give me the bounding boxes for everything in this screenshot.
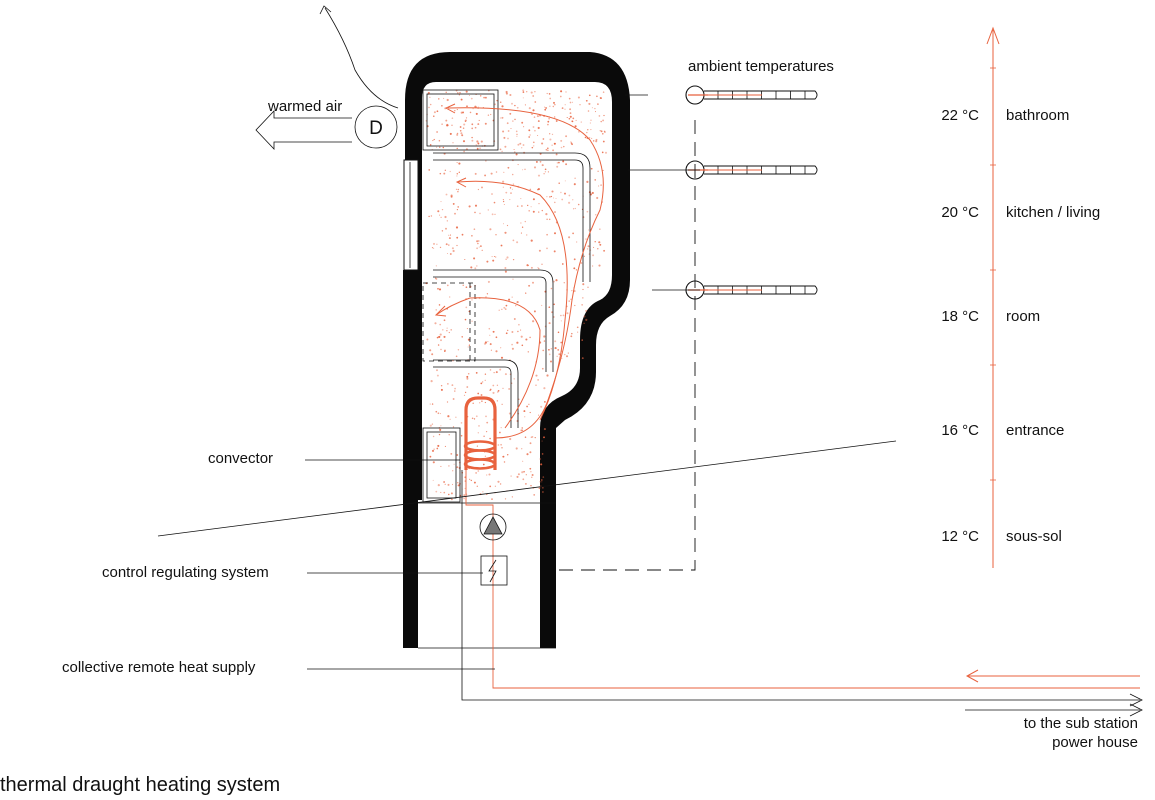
pump-icon	[479, 513, 507, 541]
damper-icon: D	[354, 105, 398, 149]
scale-zone-3: entrance	[1006, 422, 1064, 439]
window-glass	[403, 159, 419, 271]
baffle-lower	[433, 359, 519, 428]
warmed-air-label: warmed air	[267, 98, 342, 115]
damper-label: D	[369, 118, 383, 139]
thermometer-group	[685, 85, 818, 300]
interior-elements	[418, 89, 591, 649]
lightning-icon	[480, 555, 508, 586]
scale-rows: 22 °C bathroom 20 °C kitchen / living 18 °C r…	[941, 107, 1100, 545]
power-house-label: power house	[1052, 734, 1138, 751]
wall-outline	[403, 52, 630, 648]
top-cabinet	[422, 89, 499, 151]
scale-temp-3: 16 °C	[941, 422, 979, 439]
convector-box	[422, 427, 461, 503]
ambient-temperatures-label: ambient temperatures	[688, 58, 834, 75]
thermometer-icon	[685, 280, 818, 300]
scale-ticks	[990, 67, 996, 481]
sensor-lines	[553, 94, 700, 571]
scale-temp-1: 20 °C	[941, 204, 979, 221]
thermometer-icon	[685, 85, 818, 105]
air-flow-arrows	[434, 103, 1140, 689]
baffle-middle	[433, 269, 554, 372]
supply-pipes	[461, 470, 1143, 717]
exhaust-path	[324, 7, 399, 109]
to-sub-station-label: to the sub station	[1024, 715, 1138, 732]
scale-zone-2: room	[1006, 308, 1040, 325]
diagram-caption: thermal draught heating system	[0, 774, 280, 796]
scale-zone-1: kitchen / living	[1006, 204, 1100, 221]
building-walls	[403, 52, 630, 648]
warm-air-stipple	[425, 89, 608, 501]
dashed-cupboard	[422, 282, 476, 362]
section-cut-line	[157, 440, 897, 537]
temperature-scale: 22 °C bathroom 20 °C kitchen / living 18 °C r…	[941, 26, 1100, 568]
collective-remote-heat-supply-label: collective remote heat supply	[62, 659, 256, 676]
warmed-air-arrow-icon	[255, 109, 352, 151]
scale-zone-4: sous-sol	[1006, 528, 1062, 545]
scale-zone-0: bathroom	[1006, 107, 1069, 124]
scale-temp-0: 22 °C	[941, 107, 979, 124]
convector-label: convector	[208, 450, 273, 467]
control-regulating-system-label: control regulating system	[102, 564, 269, 581]
thermometer-icon	[685, 160, 818, 180]
scale-temp-2: 18 °C	[941, 308, 979, 325]
baffle-upper	[433, 152, 591, 282]
heat-coil	[463, 396, 497, 470]
scale-temp-4: 12 °C	[941, 528, 979, 545]
